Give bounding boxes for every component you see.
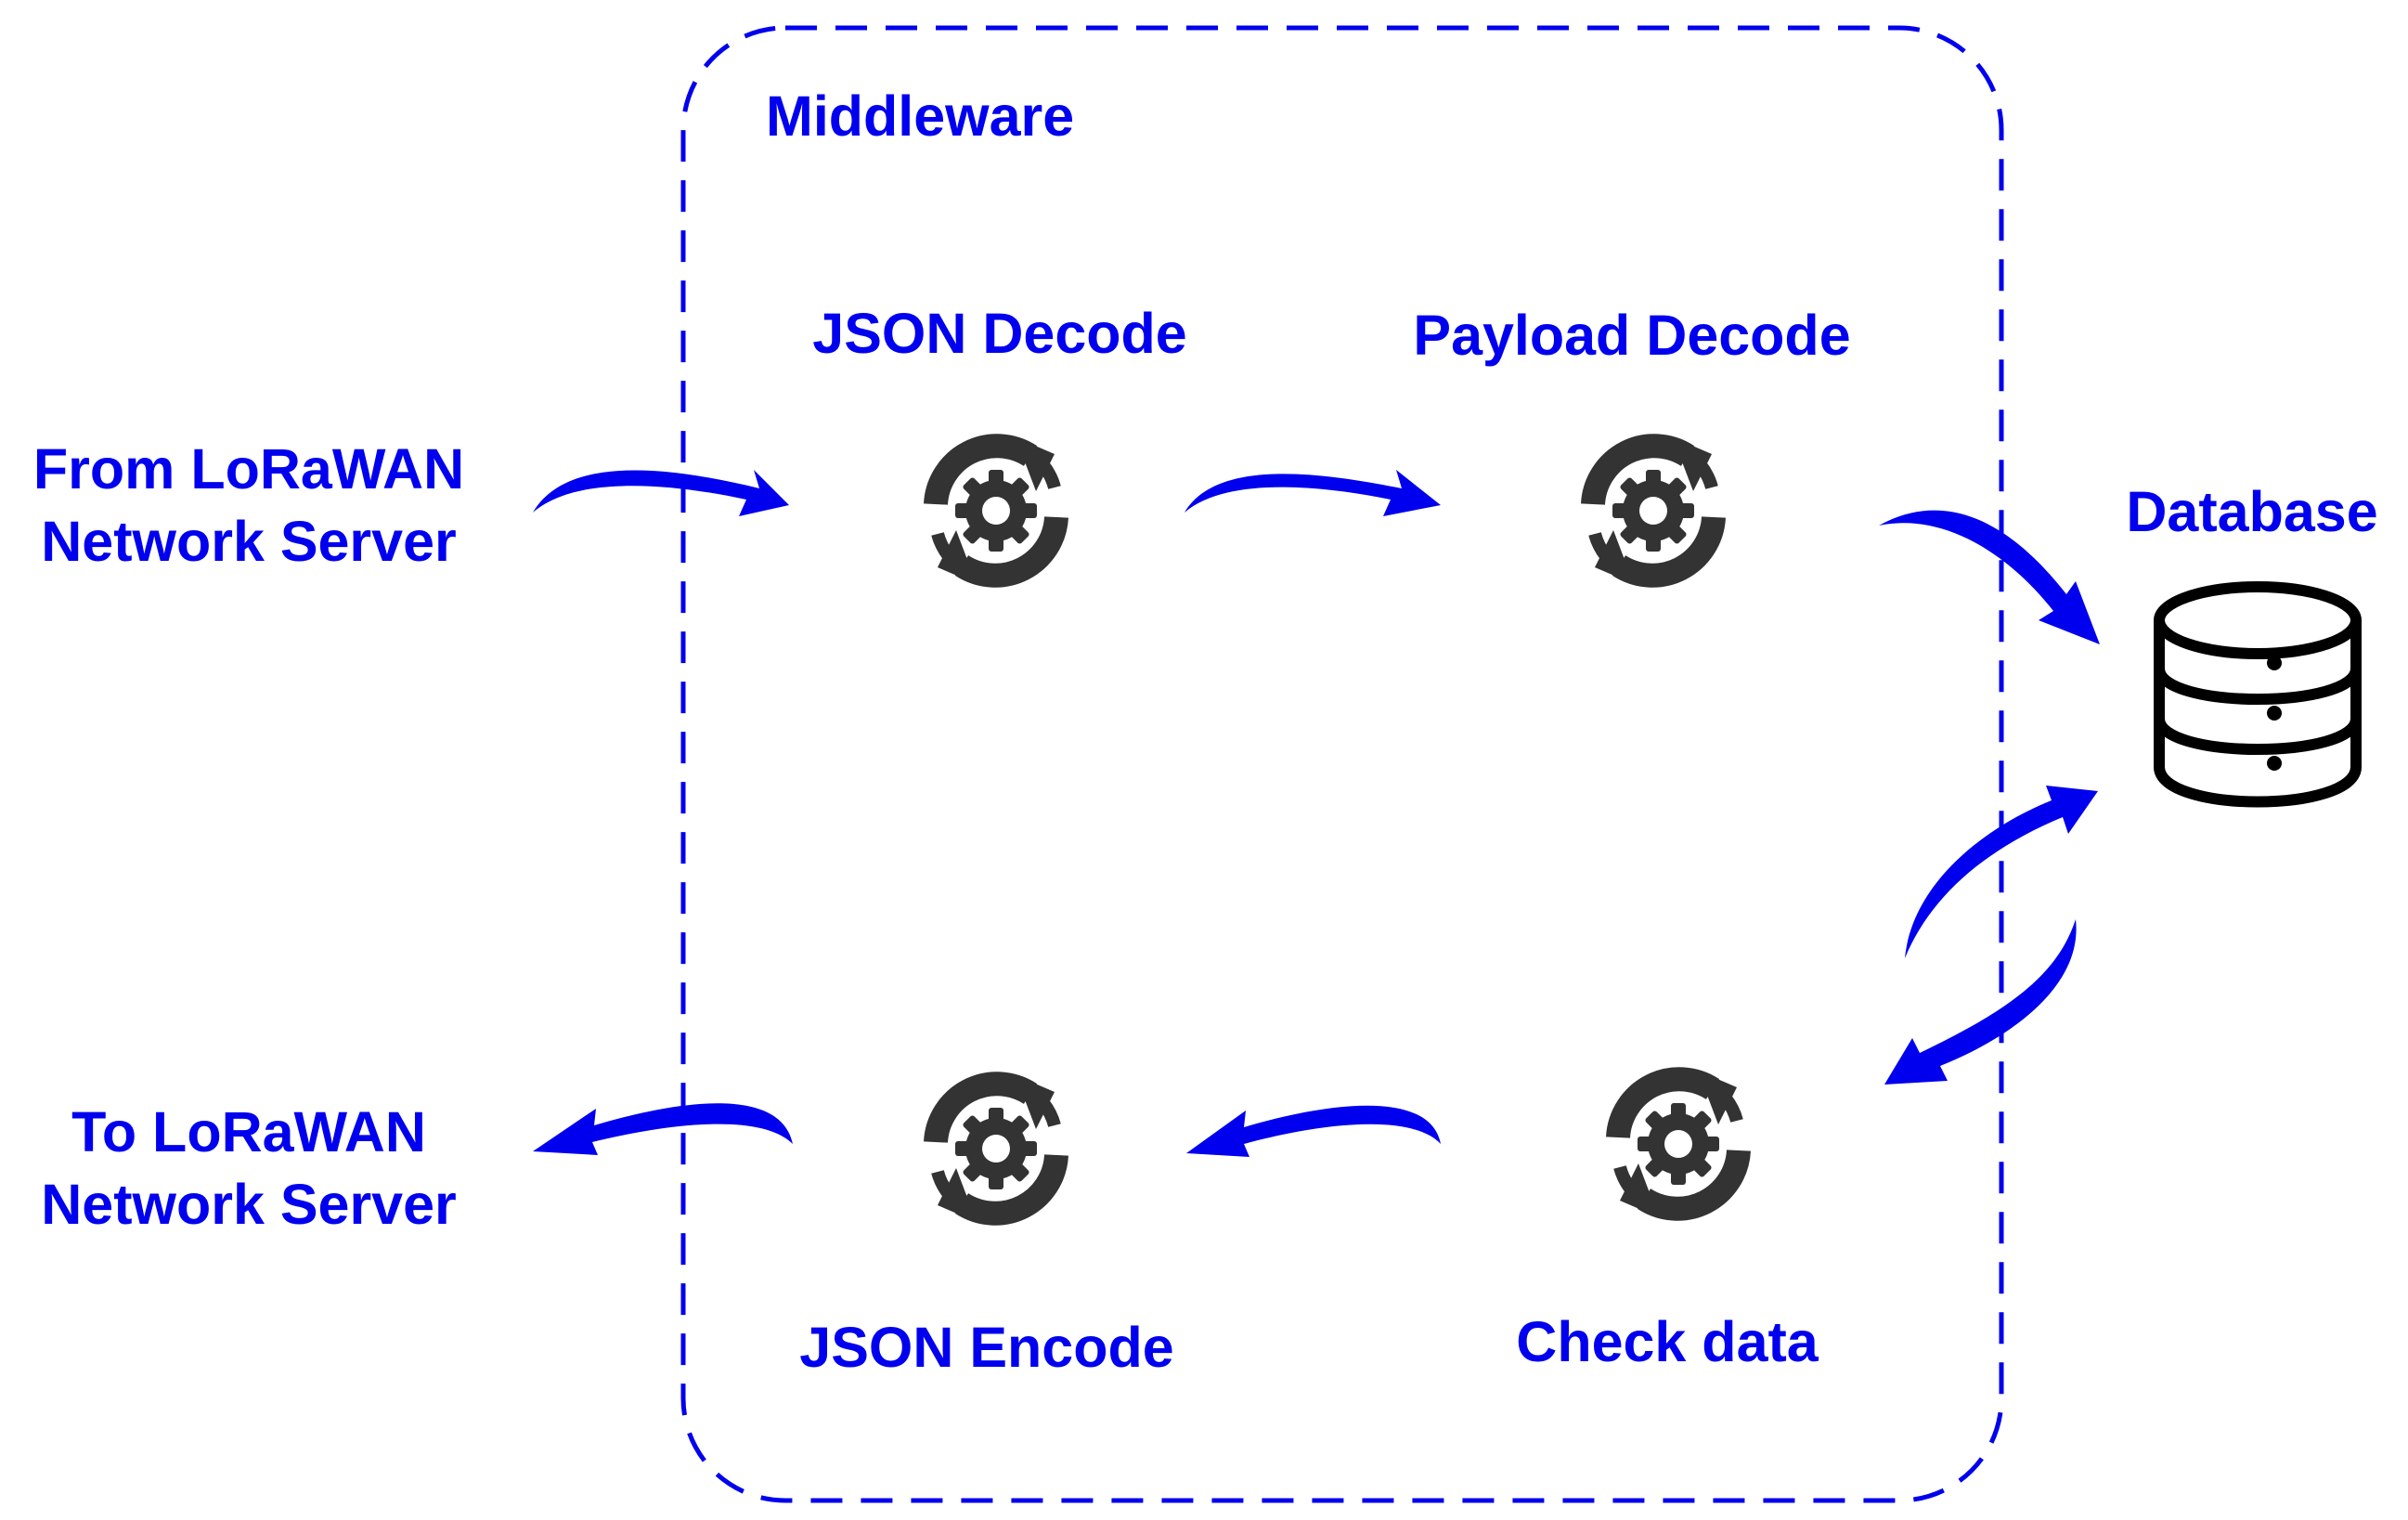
json-decode-label: JSON Decode	[812, 302, 1187, 365]
json-decode-gear-icon	[936, 437, 1056, 584]
from-server-line1: From LoRaWAN	[32, 437, 465, 500]
database-label: Database	[2126, 480, 2378, 543]
from-server-label: From LoRaWAN Network Server	[33, 433, 464, 578]
payload-decode-gear-icon	[1593, 437, 1714, 584]
arrow-check-data-to-database	[1905, 786, 2098, 958]
check-data-gear-icon	[1618, 1071, 1739, 1217]
arrow-json-decode-to-payload-decode	[1185, 470, 1441, 516]
middleware-label: Middleware	[766, 84, 1075, 148]
arrow-from-server-to-json-decode	[533, 470, 789, 516]
arrow-payload-decode-to-database	[1879, 510, 2100, 644]
payload-decode-label: Payload Decode	[1413, 304, 1851, 367]
database-icon	[2154, 581, 2362, 808]
to-server-line2: Network Server	[41, 1173, 457, 1236]
arrow-database-to-check-data	[1884, 919, 2077, 1085]
json-encode-label: JSON Encode	[799, 1316, 1174, 1379]
check-data-label: Check data	[1516, 1310, 1819, 1373]
middleware-boundary	[680, 25, 2004, 1503]
json-encode-gear-icon	[936, 1075, 1056, 1222]
arrow-check-data-to-json-encode	[1186, 1105, 1441, 1157]
arrow-json-encode-to-server	[533, 1103, 793, 1155]
to-server-label: To LoRaWAN Network Server	[41, 1096, 457, 1241]
to-server-line1: To LoRaWAN	[71, 1100, 426, 1163]
from-server-line2: Network Server	[41, 510, 457, 573]
